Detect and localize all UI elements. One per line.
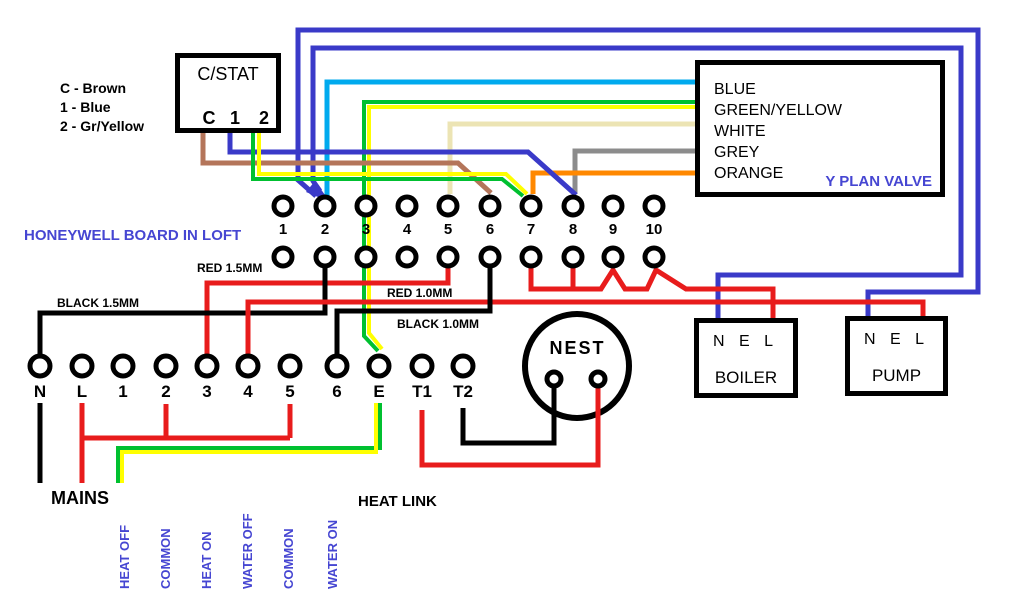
board-number-7: 7 <box>526 221 536 238</box>
strip-label-e: E <box>373 382 385 401</box>
strip-label-2: 2 <box>161 382 171 401</box>
valve-wire-orange: ORANGE <box>714 165 784 182</box>
wire-valve-white <box>447 121 700 194</box>
wire-valve-grey <box>572 148 700 194</box>
strip-label-t2: T2 <box>453 382 473 401</box>
mains-label: MAINS <box>51 488 109 508</box>
wire-nest-t2-black <box>460 385 557 446</box>
channel-label-water-on: WATER ON <box>325 519 340 589</box>
channel-label-water-off: WATER OFF <box>240 513 255 589</box>
strip-label-n: N <box>33 382 47 401</box>
boiler-label: BOILER <box>714 368 778 387</box>
strip-terminals <box>27 353 476 379</box>
board-number-4: 4 <box>402 221 412 238</box>
wire-cstat-blue <box>227 130 578 197</box>
channel-label-common-1: COMMON <box>158 528 173 589</box>
wire-valve-orange <box>530 170 700 194</box>
pump-terminal-n: N <box>864 331 876 348</box>
pump-terminal-e: E <box>889 331 901 348</box>
pump-box: N E L PUMP <box>845 316 948 396</box>
pump-terminals: N E L <box>864 331 924 349</box>
valve-box: BLUE GREEN/YELLOW WHITE GREY ORANGE Y PL… <box>695 60 945 197</box>
board-terminals-top <box>271 194 666 218</box>
valve-wire-green-yellow: GREEN/YELLOW <box>714 102 843 119</box>
board-number-6: 6 <box>485 221 495 238</box>
label-black-10mm: BLACK 1.0MM <box>397 317 480 331</box>
legend-line-1: 1 - Blue <box>60 99 111 115</box>
nest-label: NEST <box>549 338 606 358</box>
legend-line-c: C - Brown <box>60 80 127 96</box>
board-label: HONEYWELL BOARD IN LOFT <box>24 227 242 244</box>
boiler-terminal-l: L <box>764 333 773 350</box>
cstat-terminal-2: 2 <box>258 108 269 128</box>
strip-label-6: 6 <box>332 382 342 401</box>
boiler-terminal-n: N <box>713 333 725 350</box>
wire-live-bus-red <box>528 262 776 322</box>
boiler-box: N E L BOILER <box>694 318 798 398</box>
strip-label-t1: T1 <box>412 382 432 401</box>
wire-cstat-yellow <box>257 130 529 196</box>
strip-label-1: 1 <box>118 382 128 401</box>
channel-label-common-2: COMMON <box>281 528 296 589</box>
board-number-5: 5 <box>443 221 453 238</box>
pump-label: PUMP <box>871 366 922 385</box>
wire-nest-t1-red <box>419 385 601 468</box>
valve-label: Y PLAN VALVE <box>825 173 932 190</box>
strip-label-3: 3 <box>202 382 212 401</box>
board-number-9: 9 <box>608 221 618 238</box>
board-number-1: 1 <box>278 221 288 238</box>
nest-body <box>522 311 632 421</box>
strip-label-l: L <box>76 382 88 401</box>
cstat-title: C/STAT <box>197 64 259 84</box>
cstat-box: C/STAT C 1 2 <box>175 53 281 133</box>
strip-label-4: 4 <box>243 382 253 401</box>
valve-wire-white: WHITE <box>714 123 766 140</box>
legend-line-2: 2 - Gr/Yellow <box>60 118 145 134</box>
nest-terminal-right <box>588 369 608 389</box>
board-terminals-bottom <box>271 245 666 269</box>
wire-valve-yellow <box>367 105 700 351</box>
valve-wire-blue: BLUE <box>714 81 756 98</box>
channel-label-heat-on: HEAT ON <box>199 531 214 589</box>
board-number-10: 10 <box>645 221 663 238</box>
wire-red-10mm <box>245 299 926 355</box>
wire-mains-earth-yellow <box>120 403 378 483</box>
strip-label-5: 5 <box>285 382 295 401</box>
wire-valve-blue <box>324 79 700 196</box>
wire-black-10mm <box>334 262 493 355</box>
nest-terminal-left <box>544 369 564 389</box>
label-black-15mm: BLACK 1.5MM <box>57 296 140 310</box>
heat-link-label: HEAT LINK <box>358 493 437 510</box>
channel-label-heat-off: HEAT OFF <box>117 524 132 589</box>
label-red-10mm: RED 1.0MM <box>387 286 453 300</box>
wire-black-15mm <box>37 262 328 355</box>
wire-mains-earth-green <box>116 403 382 483</box>
valve-wire-grey: GREY <box>714 144 760 161</box>
board-number-2: 2 <box>320 221 330 238</box>
wire-cstat-green <box>251 130 525 198</box>
board-number-3: 3 <box>361 221 371 238</box>
label-red-15mm: RED 1.5MM <box>197 261 263 275</box>
cstat-terminal-c: C <box>202 108 216 128</box>
pump-terminal-l: L <box>915 331 924 348</box>
board-number-8: 8 <box>568 221 578 238</box>
boiler-terminals: N E L <box>713 333 773 351</box>
boiler-terminal-e: E <box>738 333 750 350</box>
wire-valve-green <box>362 100 700 353</box>
cstat-terminal-1: 1 <box>229 108 240 128</box>
